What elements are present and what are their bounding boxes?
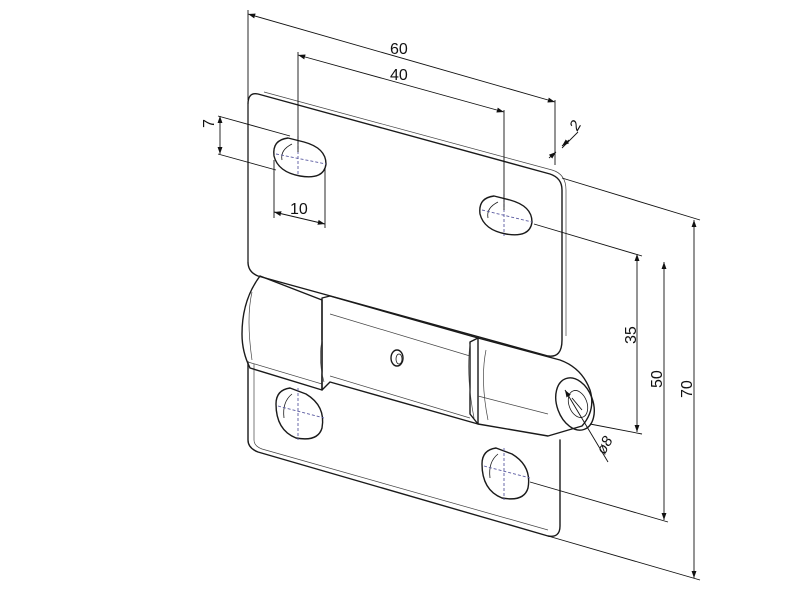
dim-lower-hole-offset-label: 50 <box>649 370 666 388</box>
dim-overall-height: 70 <box>679 220 697 578</box>
extension-lines <box>217 10 701 581</box>
dim-thickness: 2 <box>548 117 586 159</box>
upper-leaf <box>247 91 567 357</box>
dim-overall-width-label: 60 <box>390 41 408 58</box>
lower-leaf <box>247 361 561 537</box>
dim-slot-width: 10 <box>273 201 326 225</box>
dim-hole-spacing-label: 40 <box>390 67 408 84</box>
upper-left-slot <box>273 136 327 178</box>
upper-right-slot <box>479 194 533 236</box>
lower-right-slot <box>481 447 531 500</box>
dim-pin-diameter: ø8 <box>564 389 617 463</box>
dim-hole-offset-label: 35 <box>623 326 640 344</box>
dim-thickness-label: 2 <box>566 117 586 134</box>
dim-slot-width-label: 10 <box>290 201 308 218</box>
dim-slot-height-label: 7 <box>201 119 218 128</box>
dim-overall-width: 60 <box>247 13 556 103</box>
dim-slot-height: 7 <box>201 116 223 154</box>
dim-hole-offset: 35 <box>623 254 640 432</box>
dim-lower-hole-offset: 50 <box>649 262 667 520</box>
dim-hole-spacing: 40 <box>297 54 505 113</box>
dim-pin-diameter-label: ø8 <box>593 433 617 457</box>
lower-left-slot <box>275 387 325 440</box>
dim-overall-height-label: 70 <box>679 380 696 398</box>
